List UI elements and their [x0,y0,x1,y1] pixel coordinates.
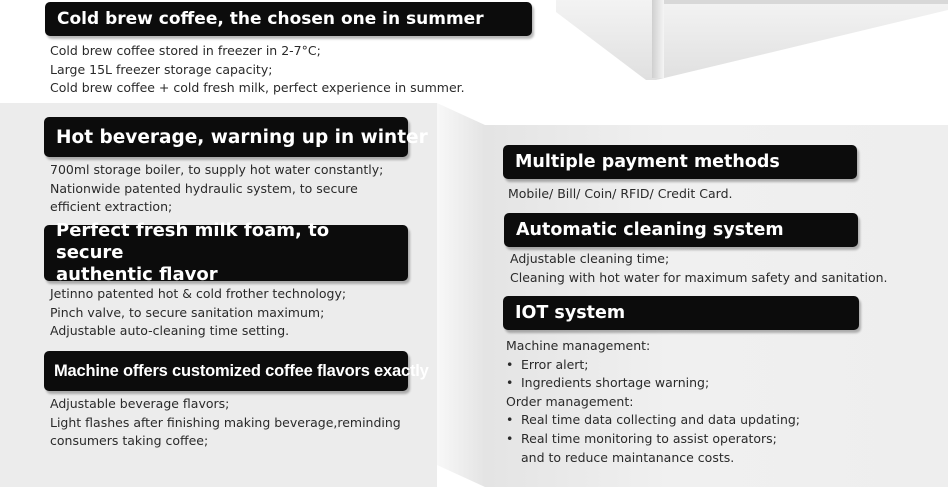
payment-line: Mobile/ Bill/ Coin/ RFID/ Credit Card. [508,186,733,201]
cold-brew-line: Large 15L freezer storage capacity; [50,61,273,77]
list-item: • Ingredients shortage warning; [506,374,800,393]
cold-brew-description: Cold brew coffee stored in freezer in 2-… [50,42,465,98]
list-item: • Real time data collecting and data upda… [506,411,800,430]
bullet-icon: • [506,430,514,446]
cold-brew-line: Cold brew coffee stored in freezer in 2-… [50,43,321,58]
fold-background-panel [437,103,485,487]
iot-order-heading: Order management: [506,393,634,409]
list-item: • Real time monitoring to assist operator… [506,430,800,449]
list-item: • Error alert; [506,356,800,375]
machine-door [652,0,664,78]
custom-flavors-line: Light flashes after finishing making bev… [50,414,401,430]
iot-description: Machine management: • Error alert; • Ingre… [506,337,800,467]
milk-foam-title: Perfect fresh milk foam, to secure authe… [44,220,408,285]
custom-flavors-description: Adjustable beverage flavors; Light flash… [50,395,401,451]
cold-brew-title: Cold brew coffee, the chosen one in summ… [45,2,532,36]
milk-foam-title-line: authentic flavor [56,264,218,285]
payment-title: Multiple payment methods [503,145,857,179]
custom-flavors-title: Machine offers customized coffee flavors… [44,351,429,391]
hot-beverage-line: Nationwide patented hydraulic system, to… [50,180,358,196]
iot-title: IOT system [503,296,859,330]
milk-foam-line: Adjustable auto-cleaning time setting. [50,323,290,339]
cleaning-title-text: Automatic cleaning system [516,220,784,240]
cleaning-description: Adjustable cleaning time; Cleaning with … [510,250,888,287]
custom-flavors-line: Adjustable beverage flavors; [50,396,230,411]
hot-beverage-title: Hot beverage, warning up in winter [44,117,428,157]
freezer-machine-image [556,0,948,80]
machine-edge [664,0,948,4]
iot-order-item: Real time monitoring to assist operators… [521,430,777,446]
cold-brew-line: Cold brew coffee + cold fresh milk, perf… [50,80,465,96]
iot-machine-heading: Machine management: [506,338,651,353]
bullet-icon: • [506,375,514,391]
hot-beverage-line: efficient extraction; [50,199,173,215]
hot-beverage-description: 700ml storage boiler, to supply hot wate… [50,161,383,217]
custom-flavors-line: consumers taking coffee; [50,433,209,449]
cold-brew-title-text: Cold brew coffee, the chosen one in summ… [57,9,484,29]
hot-beverage-line: 700ml storage boiler, to supply hot wate… [50,162,384,177]
milk-foam-line: Pinch valve, to secure sanitation maximu… [50,304,325,320]
payment-title-text: Multiple payment methods [515,152,780,172]
hot-beverage-title-text: Hot beverage, warning up in winter [56,126,428,148]
iot-order-item: Real time data collecting and data updat… [521,412,801,428]
machine-body [556,0,948,80]
milk-foam-line: Jetinno patented hot & cold frother tech… [50,286,347,301]
milk-foam-title-line: Perfect fresh milk foam, to secure [56,220,330,263]
cleaning-line: Adjustable cleaning time; [510,251,670,266]
bullet-icon: • [506,412,514,428]
milk-foam-description: Jetinno patented hot & cold frother tech… [50,285,346,341]
custom-flavors-title-text: Machine offers customized coffee flavors… [54,361,429,380]
iot-machine-item: Ingredients shortage warning; [521,375,710,391]
bullet-icon: • [506,356,514,372]
left-background-panel [0,103,437,487]
cleaning-title: Automatic cleaning system [504,213,858,247]
iot-title-text: IOT system [515,303,626,323]
iot-order-continuation: and to reduce maintanance costs. [521,449,735,465]
iot-machine-item: Error alert; [521,356,589,372]
cleaning-line: Cleaning with hot water for maximum safe… [510,269,888,285]
payment-description: Mobile/ Bill/ Coin/ RFID/ Credit Card. [508,185,732,204]
